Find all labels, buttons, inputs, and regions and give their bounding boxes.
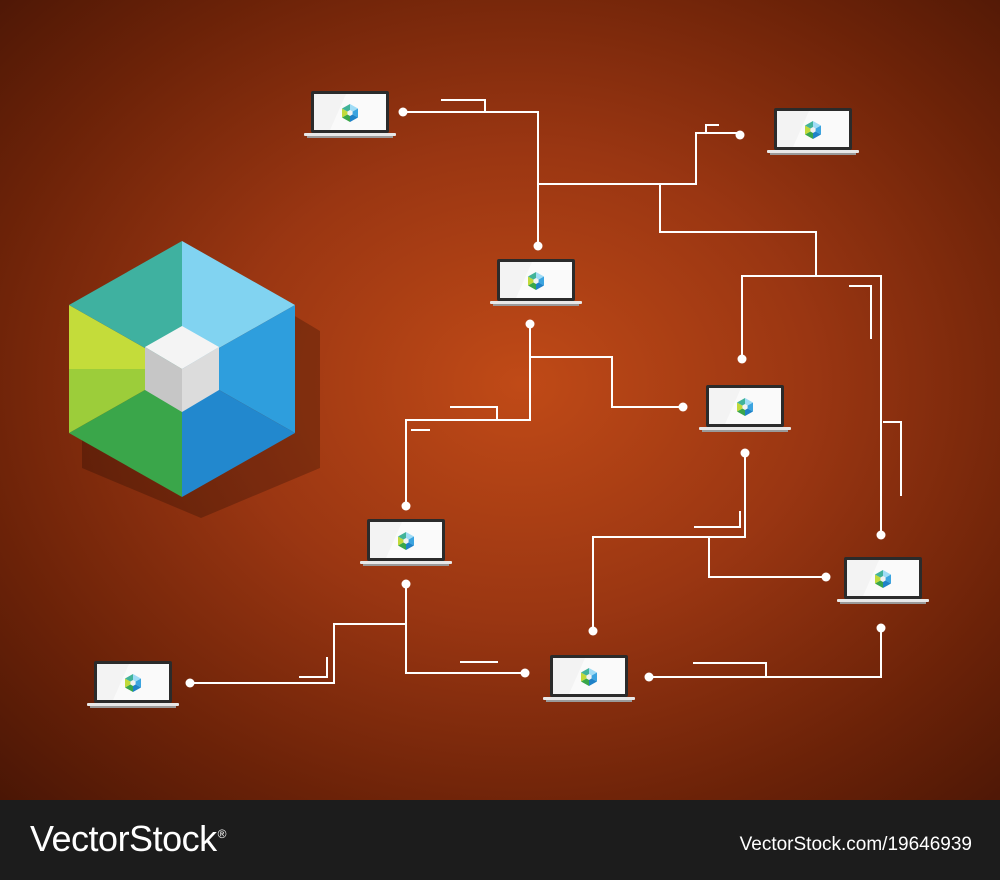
laptop-icon: [837, 557, 929, 604]
network-diagram: [0, 0, 1000, 800]
diagram-canvas: [69, 0, 1000, 800]
connection-dot: [821, 572, 831, 582]
connection-dot: [876, 530, 886, 540]
connection-dot: [740, 448, 750, 458]
connection-dot: [737, 354, 747, 364]
image-url: VectorStock.com/19646939: [739, 834, 972, 855]
connection-dot: [876, 623, 886, 633]
connection-dot: [185, 678, 195, 688]
hexagon-cube-icon: [69, 241, 320, 518]
connection-dot: [525, 319, 535, 329]
registered-mark: ®: [217, 827, 227, 841]
brand-logo: VectorStock®: [30, 818, 226, 860]
connection-dot: [401, 501, 411, 511]
connection-points: [185, 107, 886, 688]
laptop-icon: [767, 108, 859, 155]
laptop-icon: [87, 661, 179, 708]
connection-lines: [189, 99, 902, 684]
laptop-icon: [543, 655, 635, 702]
connection-dot: [398, 107, 408, 117]
laptop-icon: [360, 519, 452, 566]
laptop-icon: [304, 91, 396, 138]
connection-dot: [533, 241, 543, 251]
connection-dot: [644, 672, 654, 682]
connection-dot: [588, 626, 598, 636]
laptop-icon: [699, 385, 791, 432]
brand-name: VectorStock: [30, 818, 217, 859]
connection-dot: [735, 130, 745, 140]
connection-dot: [401, 579, 411, 589]
laptop-icon: [490, 259, 582, 306]
footer-bar: VectorStock® VectorStock.com/19646939: [0, 800, 1000, 880]
connection-dot: [520, 668, 530, 678]
connection-dot: [678, 402, 688, 412]
